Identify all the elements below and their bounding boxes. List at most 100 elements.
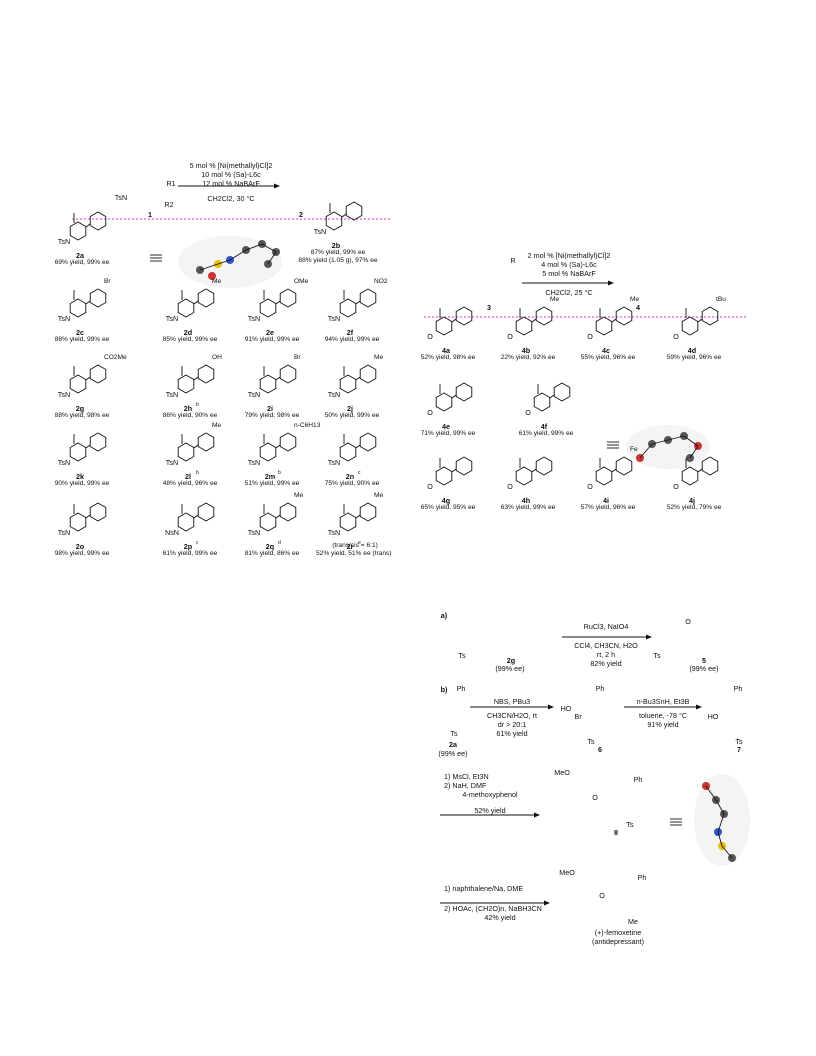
structure-4i	[595, 456, 633, 486]
scheme1-conditions: CH2Cl2, 30 °C	[207, 194, 255, 203]
structure-2i	[259, 364, 297, 394]
structure-2m	[259, 432, 297, 462]
compound-result-2l: 48% yield, 96% ee	[162, 480, 218, 487]
structure-4c	[595, 306, 633, 336]
final-product-name: (+)-femoxetine	[594, 928, 642, 937]
part-b-step4-3: 42% yield	[484, 913, 516, 922]
ring-text-2i: TsN	[247, 390, 261, 399]
compound-label-4e: 4e	[442, 422, 450, 431]
compound-footnote-2l: b	[196, 470, 199, 476]
substituent-4d: tBu	[716, 296, 726, 303]
part-b-me-final: Me	[628, 917, 638, 926]
compound-label-4d: 4d	[687, 346, 697, 355]
ring-text-4j: O	[673, 482, 679, 491]
scheme2-reagent-1: 2 mol % [Ni(methallyl)Cl]2	[527, 251, 611, 260]
compound-result-4i: 57% yield, 96% ee	[580, 504, 636, 511]
ring-text-2c: TsN	[57, 314, 71, 323]
part-b-step3-1: 1) MsCl, Et3N	[444, 772, 489, 781]
part-a-reagent-1: RuCl3, NaIO4	[583, 622, 629, 631]
part-b-tag: b)	[440, 685, 448, 694]
part-a-reagent-2: CCl4, CH3CN, H2O	[574, 641, 638, 650]
ring-text-2f: TsN	[327, 314, 341, 323]
compound-label-4c: 4c	[602, 346, 610, 355]
compound-footnote-2r: e	[358, 540, 361, 546]
compound-result2-2b: 88% yield (1.05 g), 97% ee	[298, 257, 378, 264]
ring-text-4e: O	[427, 408, 433, 417]
structure-2f	[339, 288, 377, 318]
part-b-step2-1: n-Bu3SnH, Et3B	[636, 697, 690, 706]
ring-text-4a: O	[427, 332, 433, 341]
ring-text-4d: O	[673, 332, 679, 341]
structure-4e	[435, 382, 473, 412]
structure-4b	[515, 306, 553, 336]
structure-2k	[69, 432, 107, 462]
compound-result-2q: 81% yield, 86% ee	[244, 550, 300, 557]
compound-label-4g: 4g	[441, 496, 451, 505]
structure-2e	[259, 288, 297, 318]
substituent-2h: OH	[212, 354, 222, 361]
substituent-4i: Fe	[630, 446, 638, 453]
compound-label-4j: 4j	[689, 496, 695, 505]
part-b-step2-2: toluene, -78 °C	[638, 711, 688, 720]
part-a-start-label: 2g	[506, 656, 516, 665]
ring-text-2q: TsN	[247, 528, 261, 537]
structure-2b	[325, 201, 363, 231]
substrate-r: R	[510, 256, 516, 265]
compound-result-2o: 98% yield, 99% ee	[54, 550, 110, 557]
part-b-int6: 6	[598, 745, 602, 754]
part-b-br-6: Br	[574, 712, 582, 721]
substituent-2m: n-C6H13	[294, 422, 321, 429]
part-a-product-ee: (99% ee)	[689, 664, 719, 673]
compound-result-4g: 65% yield, 95% ee	[420, 504, 476, 511]
ring-text-4b: O	[507, 332, 513, 341]
structure-4j	[681, 456, 719, 486]
substituent-2r: Me	[374, 492, 384, 499]
part-a-ts: Ts	[458, 651, 466, 660]
compound-label-2j: 2j	[347, 404, 353, 413]
ring-text-2d: TsN	[165, 314, 179, 323]
compound-label-2n: 2n	[345, 472, 355, 481]
compound-result-2e: 91% yield, 99% ee	[244, 336, 300, 343]
part-b-o-8: O	[592, 793, 598, 802]
part-b-step2-3: 91% yield	[647, 720, 679, 729]
structure-2a	[69, 211, 107, 241]
ring-text-2l: TsN	[165, 458, 179, 467]
compound-label-2m: 2m	[264, 472, 276, 481]
substrate-r2: R2	[164, 200, 174, 209]
scheme1-reagent-1: 5 mol % [Ni(methallyl)Cl]2	[189, 161, 273, 170]
compound-label-2f: 2f	[346, 328, 354, 337]
compound-footnote-2m: b	[278, 470, 281, 476]
substituent-4b: Me	[550, 296, 560, 303]
ring-text-2r: TsN	[327, 528, 341, 537]
part-b-meo-8: MeO	[554, 768, 570, 777]
part-b-ho-7: HO	[707, 712, 719, 721]
structure-2h	[177, 364, 215, 394]
ring-text-2o: TsN	[57, 528, 71, 537]
compound-result-2d: 85% yield, 99% ee	[162, 336, 218, 343]
part-b-step4-1: 1) naphthalene/Na, DME	[444, 884, 524, 893]
part-b-step1-1: NBS, PBu3	[493, 697, 531, 706]
ring-text-2e: TsN	[247, 314, 261, 323]
compound-label-2k: 2k	[76, 472, 84, 481]
compound-label-4a: 4a	[442, 346, 450, 355]
part-a-ts-product: Ts	[653, 651, 661, 660]
part-b-ph-6: Ph	[595, 684, 605, 693]
part-b-ph-7: Ph	[733, 684, 743, 693]
xray-structure-2a	[178, 236, 282, 288]
scheme2-reagent-2: 4 mol % (Sa)-L6c	[541, 260, 597, 269]
part-b-step3-3: 4-methoxyphenol	[462, 790, 518, 799]
structure-2p	[177, 502, 215, 532]
part-b-ph-final: Ph	[637, 873, 647, 882]
compound-label-2d: 2d	[183, 328, 193, 337]
scheme1-reagent-3: 12 mol % NaBArF	[202, 179, 260, 188]
ring-text-4i: O	[587, 482, 593, 491]
substrate-label-1: 1	[148, 210, 152, 219]
compound-result-2h: 86% yield, 90% ee	[162, 412, 218, 419]
compound-result-4a: 52% yield, 98% ee	[420, 354, 476, 361]
equivalent-sign-4f	[607, 441, 619, 449]
part-b-step3-2: 2) NaH, DMF	[444, 781, 487, 790]
structure-2l	[177, 432, 215, 462]
compound-result-2n: 75% yield, 90% ee	[324, 480, 380, 487]
substituent-4c: Me	[630, 296, 640, 303]
part-b-ph-8: Ph	[633, 775, 643, 784]
